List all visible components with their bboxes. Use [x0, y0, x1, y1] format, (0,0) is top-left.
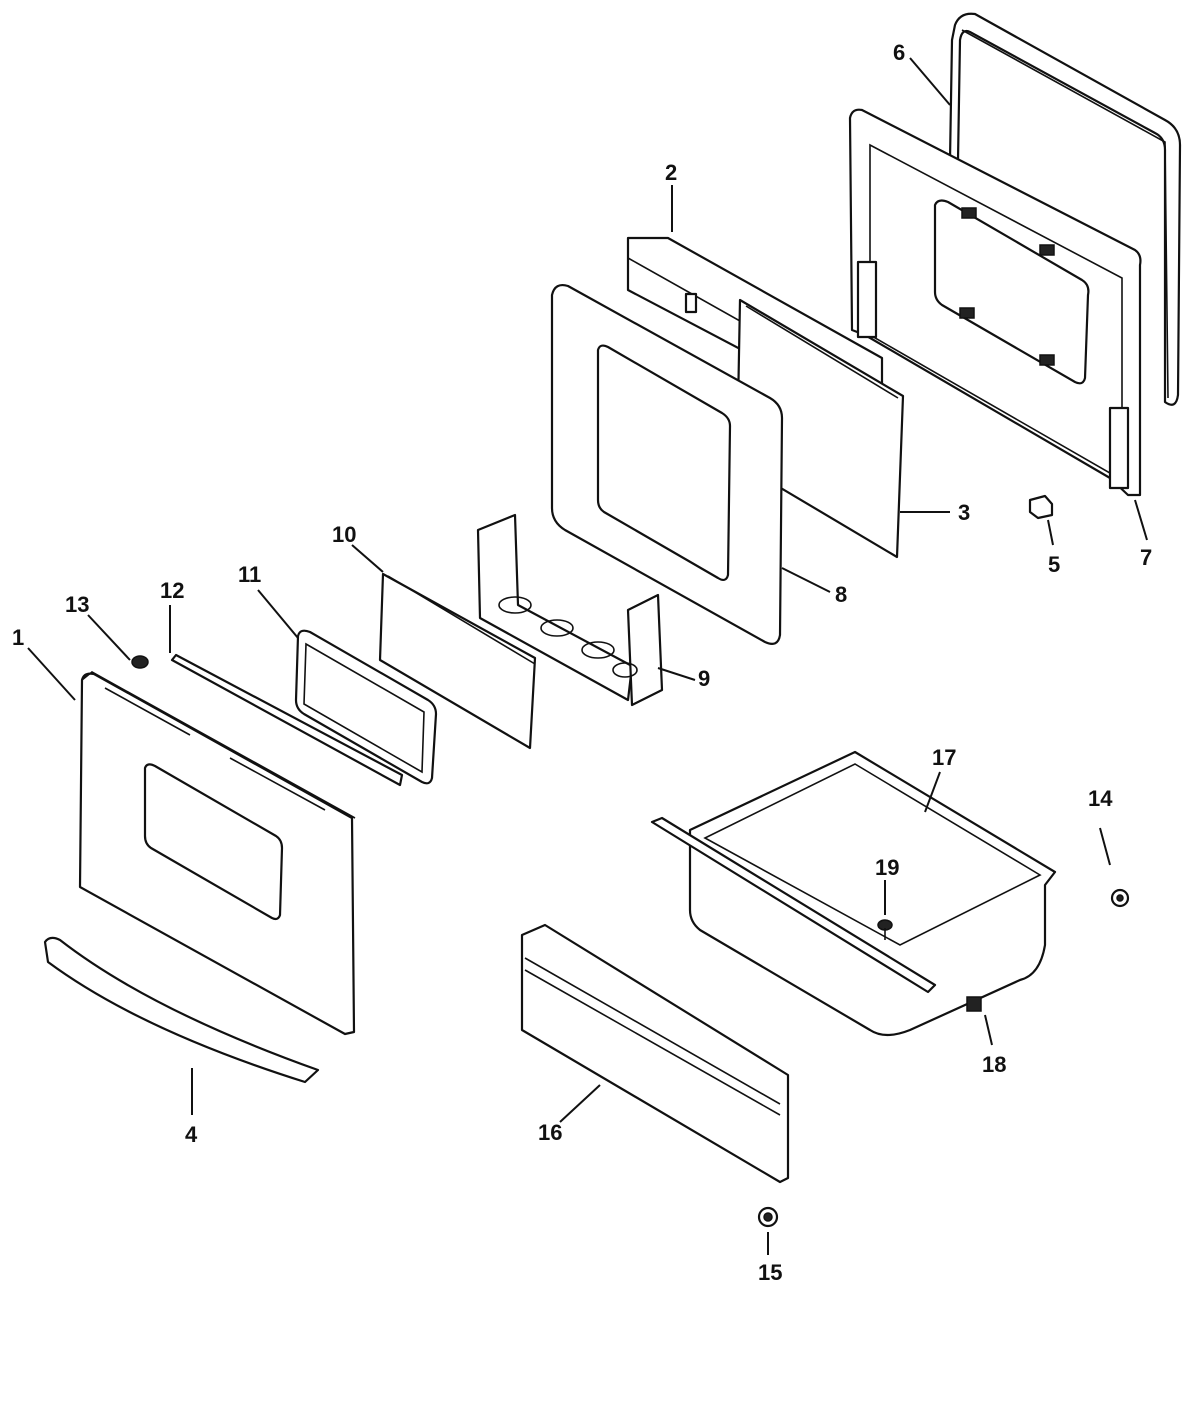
leader-6	[909, 57, 951, 106]
callout-11: 11	[238, 562, 261, 587]
leader-5	[1047, 519, 1054, 546]
callout-14: 14	[1088, 786, 1113, 811]
leader-14	[1099, 827, 1111, 866]
leader-9	[657, 667, 696, 681]
leader-lines	[27, 57, 1148, 1255]
screw-19-part	[877, 919, 893, 940]
screw-13-part	[131, 655, 149, 669]
callout-5: 5	[1048, 552, 1060, 577]
leader-7	[1134, 499, 1148, 541]
trim-strip-part	[170, 653, 404, 787]
door-handle-part	[43, 936, 320, 1084]
callout-3: 3	[958, 500, 970, 525]
callout-10: 10	[332, 522, 356, 547]
callout-4: 4	[185, 1122, 198, 1147]
callout-18: 18	[982, 1052, 1006, 1077]
callout-2: 2	[665, 160, 677, 185]
door-gasket-part	[948, 12, 1182, 406]
leader-18	[984, 1014, 993, 1046]
callout-19: 19	[875, 855, 899, 880]
callout-17: 17	[932, 745, 956, 770]
drawer-pan-part	[650, 750, 1057, 1037]
outer-door-panel-part	[78, 671, 356, 1036]
callout-1: 1	[12, 625, 24, 650]
leader-13	[87, 614, 131, 661]
callout-labels: 1 2 3 4 5 6 7 8 9 10 11 12 13 14 15 16 1…	[12, 40, 1152, 1285]
callout-7: 7	[1140, 545, 1152, 570]
leader-1	[27, 647, 76, 701]
leader-8	[781, 567, 831, 593]
callout-8: 8	[835, 582, 847, 607]
clip-18-part	[966, 996, 982, 1012]
callout-9: 9	[698, 666, 710, 691]
drawer-front-part	[520, 923, 790, 1184]
leader-17	[924, 771, 941, 813]
insulation-spacer-part	[476, 513, 664, 707]
callout-6: 6	[893, 40, 905, 65]
window-frame-part	[550, 283, 784, 645]
leader-11	[257, 589, 299, 639]
foot-15-part	[757, 1206, 779, 1228]
clip-part	[1028, 494, 1054, 520]
callout-12: 12	[160, 578, 184, 603]
nut-14-part	[1110, 888, 1130, 908]
leader-10	[351, 544, 384, 573]
callout-15: 15	[758, 1260, 782, 1285]
callout-16: 16	[538, 1120, 562, 1145]
inner-door-panel-part	[848, 108, 1142, 497]
inner-glass-part	[378, 572, 537, 750]
glass-seal-part	[294, 629, 438, 785]
leader-16	[559, 1084, 601, 1123]
callout-13: 13	[65, 592, 89, 617]
